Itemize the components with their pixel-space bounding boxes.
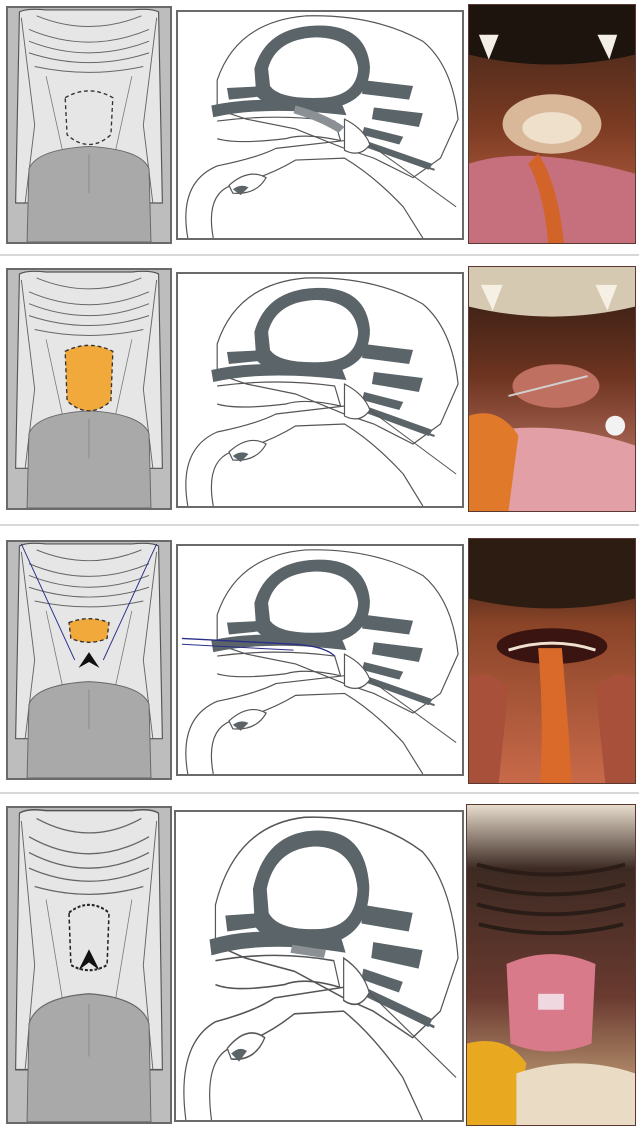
surgical-photo — [466, 804, 636, 1126]
surgical-photo-icon — [469, 539, 635, 783]
soft-palate-highlight — [69, 619, 109, 643]
soft-palate-highlight — [65, 345, 113, 410]
surgical-photo-icon — [467, 805, 635, 1125]
figure-row-3 — [0, 534, 639, 786]
oral-cavity-diagram-icon — [8, 8, 170, 242]
row-divider — [0, 524, 639, 526]
skull-sagittal-diagram — [176, 544, 464, 776]
surgical-photo-icon — [469, 5, 635, 243]
surgical-photo-icon — [469, 267, 635, 511]
skull-sagittal-diagram — [176, 10, 464, 240]
oral-cavity-diagram — [6, 6, 172, 244]
row-divider — [0, 254, 639, 256]
figure-row-4 — [0, 800, 639, 1130]
surgical-photo — [468, 4, 636, 244]
skull-sagittal-section-icon — [186, 278, 458, 506]
skull-sagittal-section-icon — [184, 817, 458, 1120]
figure-row-2 — [0, 262, 639, 518]
oral-cavity-diagram-icon — [8, 808, 170, 1122]
surgical-photo — [468, 538, 636, 784]
skull-sagittal-diagram — [176, 272, 464, 508]
skull-sagittal-section-icon — [186, 550, 458, 774]
oral-cavity-diagram — [6, 806, 172, 1124]
oral-cavity-diagram — [6, 540, 172, 780]
surgical-photo — [468, 266, 636, 512]
figure-row-1 — [0, 0, 639, 248]
oral-cavity-diagram — [6, 268, 172, 510]
row-divider — [0, 792, 639, 794]
skull-sagittal-diagram — [174, 810, 464, 1122]
skull-sagittal-section-icon — [186, 16, 458, 238]
